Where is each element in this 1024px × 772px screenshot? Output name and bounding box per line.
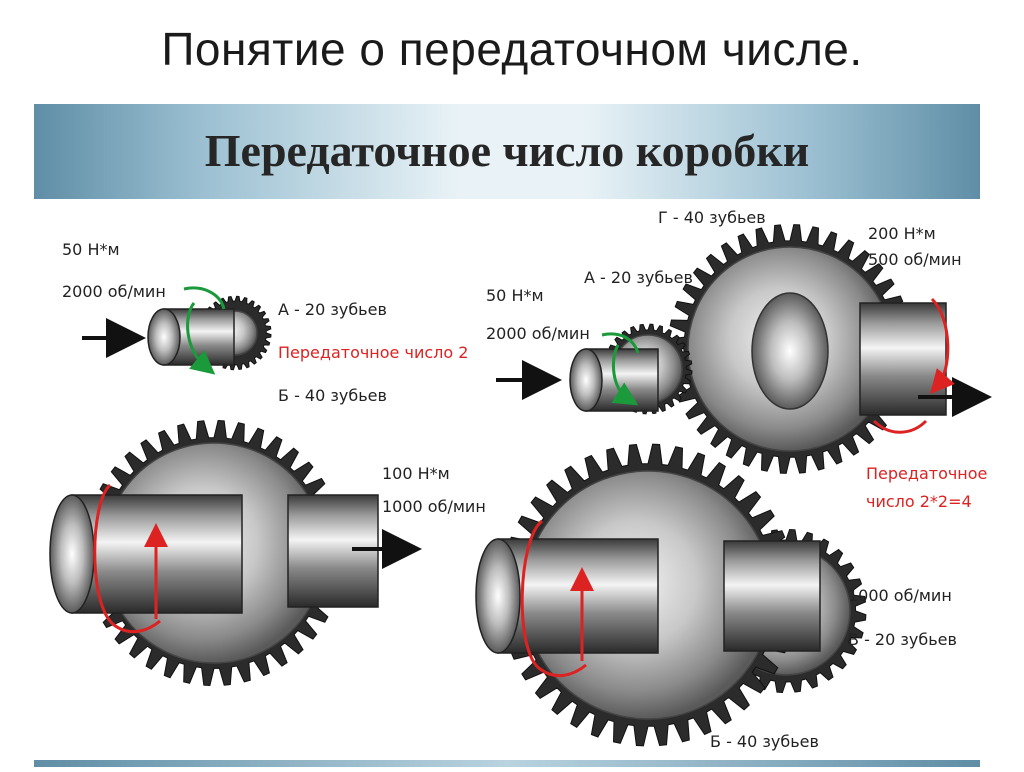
- gear-diagram-svg: 50 Н*м 2000 об/мин А - 20 зубьев Передат…: [49, 208, 992, 751]
- right-ratio-line2: число 2*2=4: [866, 492, 972, 511]
- left-input-speed: 2000 об/мин: [62, 282, 166, 301]
- slide-title: Понятие о передаточном числе.: [161, 23, 863, 75]
- right-mid-speed: 1000 об/мин: [848, 586, 952, 605]
- bottom-divider: [34, 760, 980, 767]
- banner-title: Передаточное число коробки: [204, 125, 810, 176]
- left-gear-b-label: Б - 40 зубьев: [278, 386, 387, 405]
- left-ratio-label: Передаточное число 2: [278, 343, 468, 362]
- right-input-torque: 50 Н*м: [486, 286, 544, 305]
- right-input-speed: 2000 об/мин: [486, 324, 590, 343]
- rotation-arrow-green-left-2: [183, 286, 226, 310]
- right-output-speed: 500 об/мин: [868, 250, 962, 269]
- right-gear-b-label: Б - 40 зубьев: [710, 732, 819, 751]
- left-output-speed: 1000 об/мин: [382, 497, 486, 516]
- left-output-torque: 100 Н*м: [382, 464, 450, 483]
- rotation-arrow-red-left-arc: [93, 483, 161, 634]
- gear-g-hub: [751, 292, 829, 410]
- input-shaft-left: [147, 308, 235, 366]
- title-banner: Передаточное число коробки: [34, 104, 980, 199]
- rotation-arrow-red-right-arc: [520, 519, 587, 678]
- right-gear-v-label: В - 20 зубьев: [848, 630, 957, 649]
- gear-diagram-figure: 50 Н*м 2000 об/мин А - 20 зубьев Передат…: [34, 199, 992, 767]
- right-output-torque: 200 Н*м: [868, 224, 936, 243]
- rotation-arrow-green-left: [186, 302, 216, 375]
- rotation-arrow-red-right-out-2: [872, 419, 928, 434]
- left-input-torque: 50 Н*м: [62, 240, 120, 259]
- right-gear-a-label: А - 20 зубьев: [584, 268, 693, 287]
- left-gear-a-label: А - 20 зубьев: [278, 300, 387, 319]
- rotation-arrow-green-right-2: [601, 332, 640, 354]
- right-gear-g-label: Г - 40 зубьев: [658, 208, 766, 227]
- right-ratio-line1: Передаточное: [866, 464, 987, 483]
- rotation-arrow-red-right-out: [930, 297, 955, 395]
- rotation-arrow-green-right: [611, 344, 639, 406]
